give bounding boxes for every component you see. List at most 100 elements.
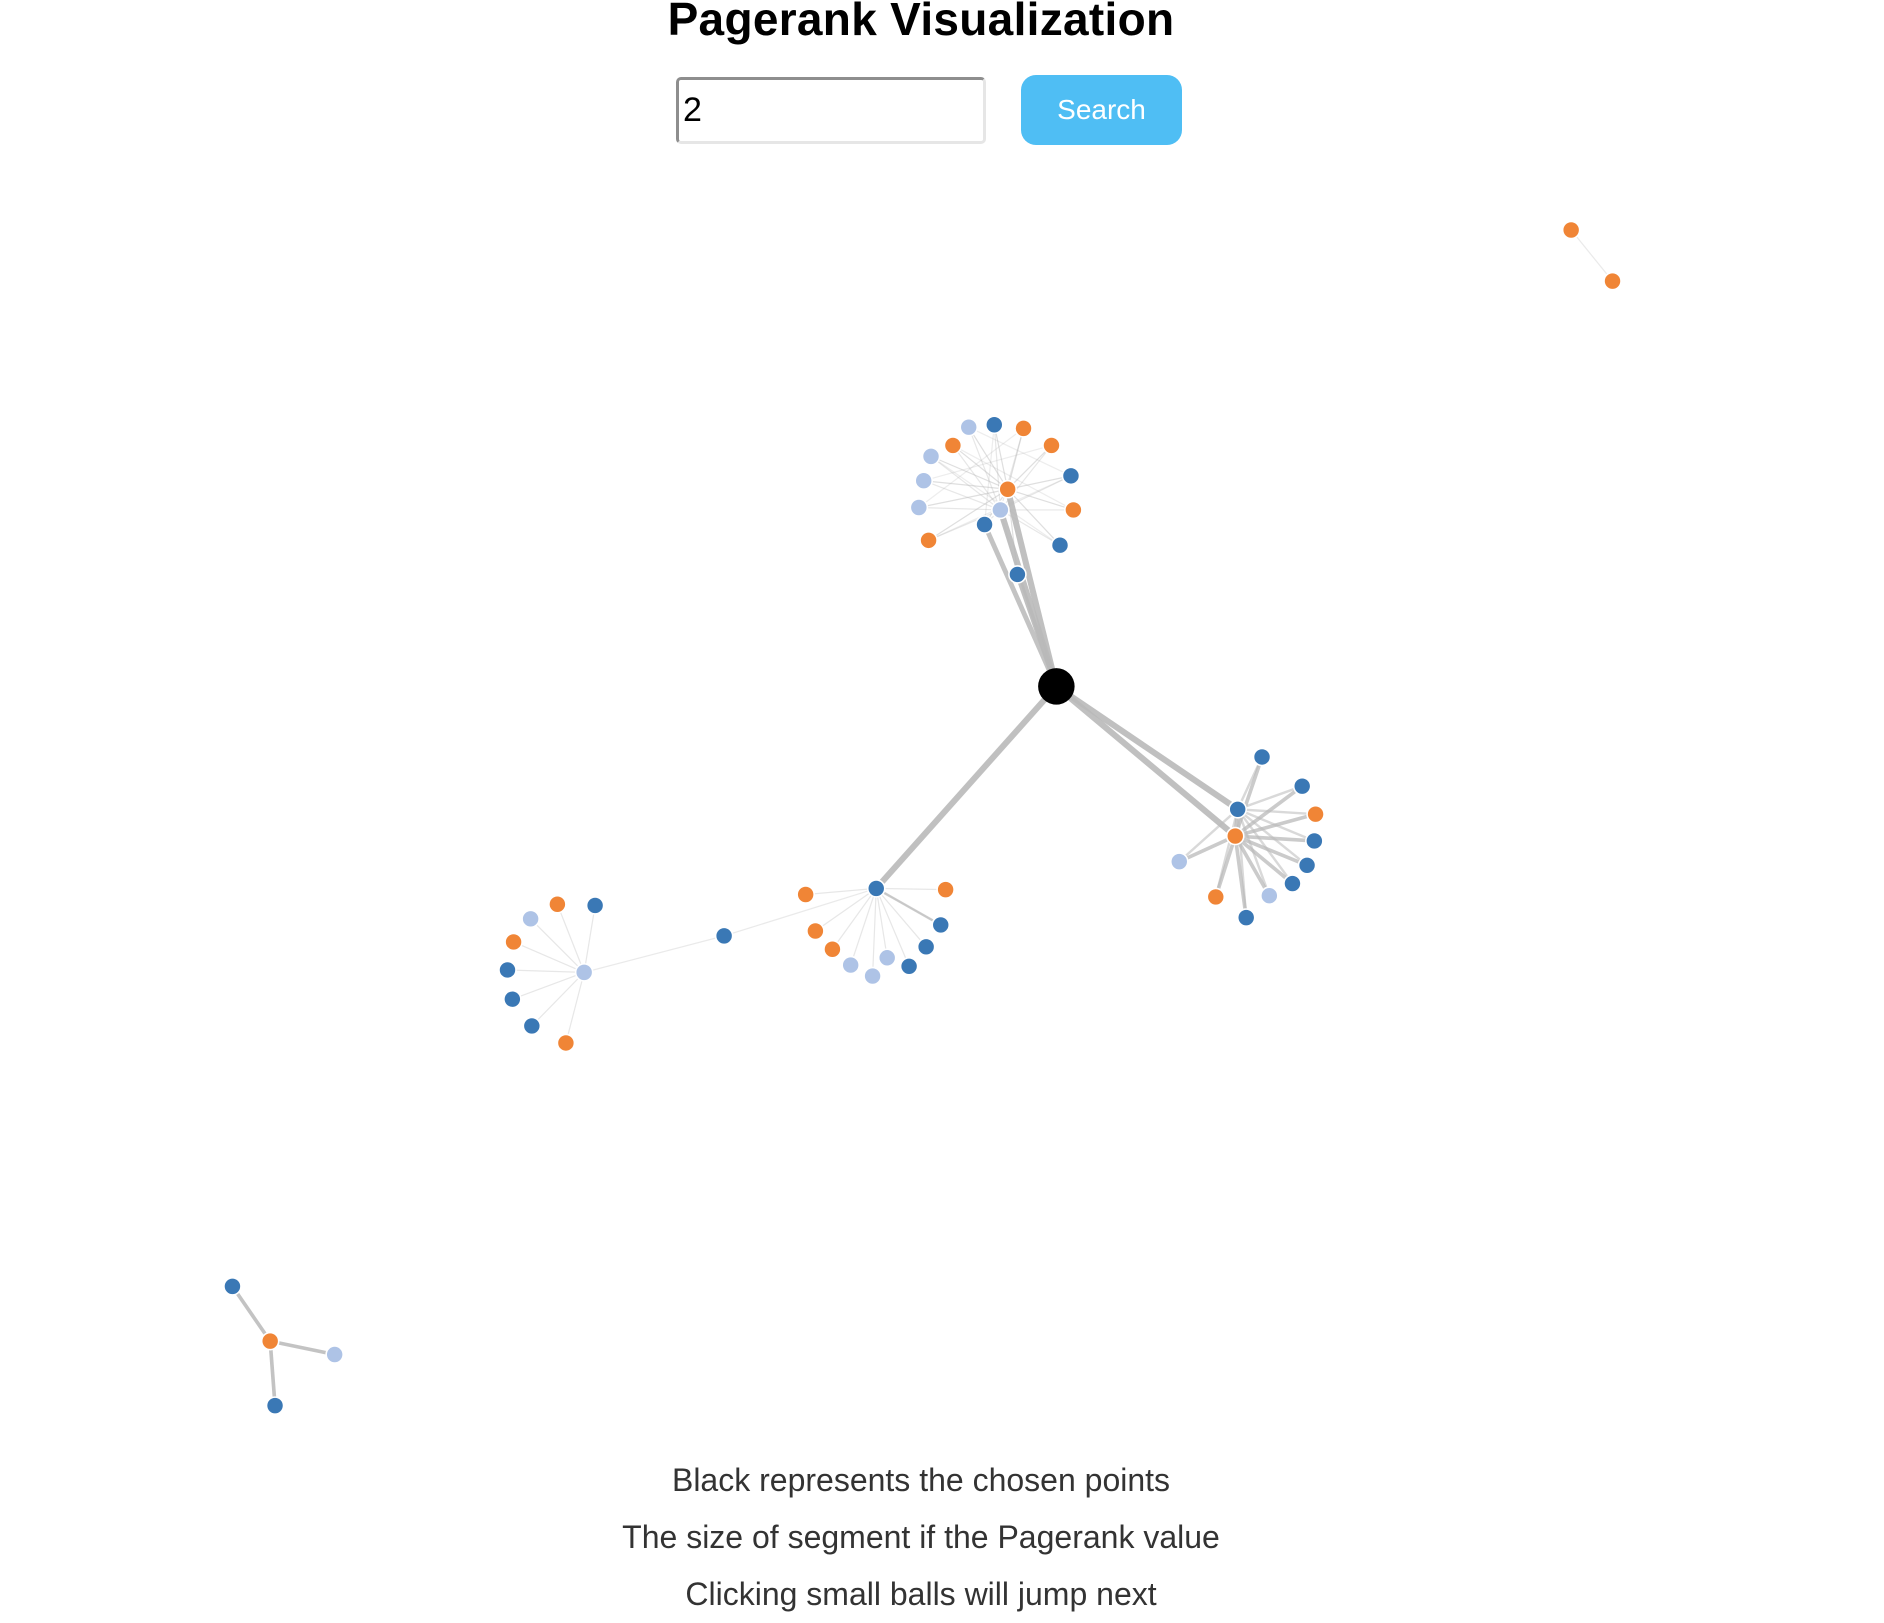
graph-node[interactable]	[899, 956, 919, 976]
graph-node[interactable]	[1008, 565, 1027, 584]
search-input[interactable]	[676, 76, 986, 144]
graph-node[interactable]	[921, 447, 941, 466]
graph-node[interactable]	[823, 939, 842, 959]
graph-node[interactable]	[998, 479, 1017, 499]
graph-node[interactable]	[866, 879, 886, 898]
graph-node[interactable]	[260, 1331, 280, 1351]
graph-node[interactable]	[796, 885, 815, 904]
graph-edge	[1234, 834, 1294, 885]
graph-node[interactable]	[522, 1016, 542, 1036]
graph-edge	[723, 887, 877, 937]
graph-node[interactable]	[556, 1033, 576, 1053]
graph-node[interactable]	[1236, 908, 1256, 927]
graph-node[interactable]	[943, 436, 963, 455]
graph-edge	[952, 444, 1009, 490]
graph-edge	[1237, 808, 1316, 816]
graph-edge	[999, 445, 1052, 511]
search-bar: Search	[676, 75, 1182, 145]
graph-edge	[1007, 444, 1052, 490]
graph-node[interactable]	[975, 515, 994, 534]
graph-node[interactable]	[574, 963, 594, 982]
graph-edge	[1054, 683, 1240, 812]
graph-edge	[875, 888, 927, 948]
graph-edge	[918, 488, 1008, 509]
graph-node[interactable]	[936, 880, 955, 899]
graph-node[interactable]	[841, 955, 861, 975]
graph-edge	[1178, 834, 1237, 864]
graph-edge	[1000, 509, 1061, 546]
graph-node[interactable]	[548, 894, 567, 914]
graph-node[interactable]	[863, 966, 882, 986]
graph-edge	[1570, 229, 1613, 282]
graph-edge	[993, 424, 1009, 490]
graph-node[interactable]	[1042, 436, 1061, 455]
graph-node[interactable]	[1206, 887, 1226, 907]
graph-edge	[531, 971, 585, 1027]
graph-node[interactable]	[504, 932, 523, 952]
graph-edge	[982, 523, 1059, 688]
graph-node[interactable]	[498, 960, 517, 980]
graph-edge	[875, 888, 910, 967]
graph-node[interactable]	[265, 1396, 285, 1415]
graph-edge	[968, 426, 1072, 477]
graph-edge	[1234, 834, 1308, 867]
graph-edge	[512, 971, 585, 1000]
graph-node[interactable]	[877, 948, 897, 968]
graph-edge	[993, 424, 1001, 510]
graph-node[interactable]	[1603, 271, 1622, 291]
graph-node[interactable]	[1014, 419, 1033, 438]
graph-node[interactable]	[1061, 466, 1081, 486]
graph-node[interactable]	[1283, 874, 1302, 893]
graph-edge	[1007, 488, 1074, 511]
graph-edge	[230, 1285, 272, 1343]
graph-node[interactable]	[585, 896, 605, 915]
graph-edge	[875, 887, 942, 926]
graph-edge	[565, 972, 585, 1044]
graph-edge	[918, 506, 1001, 511]
graph-node[interactable]	[914, 471, 934, 491]
graph-node[interactable]	[909, 498, 929, 517]
graph-edge	[928, 488, 1009, 541]
graph-node[interactable]	[503, 989, 522, 1009]
graph-edge	[968, 426, 1009, 490]
graph-edge	[871, 888, 877, 977]
graph-edge	[1214, 809, 1239, 898]
graph-node[interactable]	[1306, 804, 1325, 824]
graph-node[interactable]	[959, 417, 979, 437]
graph-node[interactable]	[806, 921, 825, 941]
graph-edge	[930, 455, 1001, 511]
graph-node[interactable]	[1225, 826, 1245, 846]
graph-node[interactable]	[1561, 220, 1581, 240]
graph-node[interactable]	[991, 500, 1010, 520]
graph-edge	[556, 904, 585, 973]
graph-node[interactable]	[931, 915, 951, 935]
graph-node[interactable]	[1169, 852, 1189, 871]
graph-node[interactable]	[325, 1345, 344, 1364]
legend-line-click-jump: Clicking small balls will jump next	[685, 1576, 1157, 1612]
graph-node[interactable]	[1292, 776, 1312, 796]
graph-edge	[983, 424, 995, 525]
graph-node[interactable]	[984, 415, 1004, 435]
graph-node[interactable]	[916, 937, 936, 957]
graph-edge	[923, 444, 1052, 482]
graph-node[interactable]	[521, 909, 540, 929]
graph-edge	[1007, 489, 1019, 575]
graph-node[interactable]	[1305, 831, 1324, 851]
graph-node[interactable]	[1252, 747, 1272, 767]
graph-node[interactable]	[714, 926, 734, 946]
search-button[interactable]: Search	[1021, 75, 1182, 145]
edges-layer	[230, 229, 1613, 1406]
chosen-node[interactable]	[1038, 668, 1075, 705]
graph-edge	[1007, 488, 1061, 546]
graph-node[interactable]	[1228, 799, 1248, 819]
graph-node[interactable]	[223, 1277, 242, 1296]
graph-edge	[1236, 756, 1264, 810]
graph-node[interactable]	[1064, 500, 1083, 520]
graph-edge	[583, 905, 596, 973]
graph-node[interactable]	[1050, 535, 1070, 555]
graph-node[interactable]	[919, 531, 938, 550]
page-title: Pagerank Visualization	[667, 0, 1175, 45]
graph-edge	[952, 444, 1074, 511]
graph-node[interactable]	[1297, 855, 1317, 875]
graph-node[interactable]	[1260, 886, 1279, 906]
